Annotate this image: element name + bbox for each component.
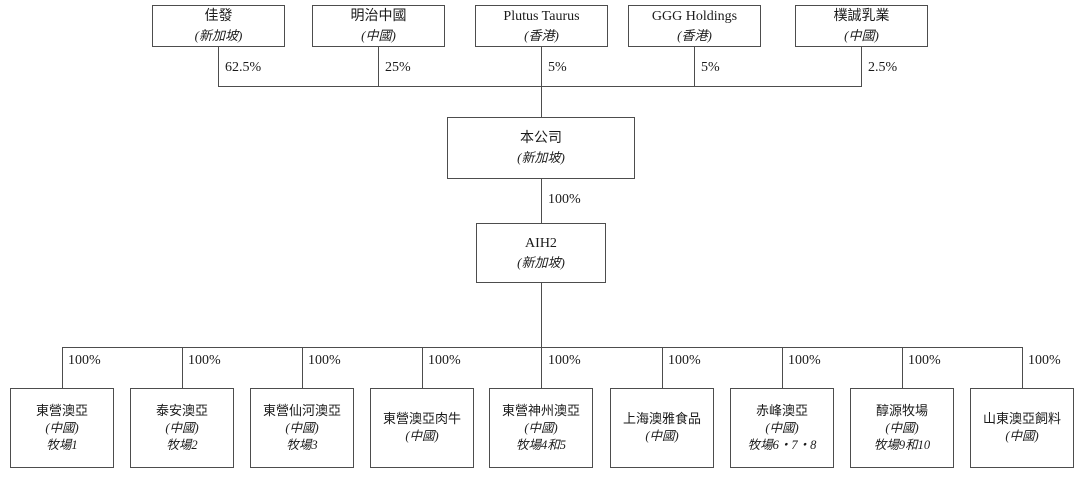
box-plutus-taurus: Plutus Taurus (香港) xyxy=(475,5,608,47)
company-name: 佳發 xyxy=(204,9,233,25)
vline-stub-sub-4 xyxy=(422,347,423,388)
box-shandong-austasia-feed: 山東澳亞飼料 (中國) xyxy=(970,388,1074,468)
company-location: (新加坡) xyxy=(194,27,243,43)
company-name: 東營澳亞肉牛 xyxy=(382,411,461,427)
company-name: 東營澳亞 xyxy=(35,402,88,418)
box-dongying-shenzhou-austasia: 東營神州澳亞 (中國) 牧場4和5 xyxy=(489,388,593,468)
vline-stub-sub-1 xyxy=(62,347,63,388)
vline-stub-jiafa xyxy=(218,47,219,86)
ownership-pct-sub-2: 100% xyxy=(188,353,221,368)
ownership-pct-jiafa: 62.5% xyxy=(225,60,262,75)
ownership-pct-company-aih2: 100% xyxy=(548,192,581,207)
ownership-pct-sub-1: 100% xyxy=(68,353,101,368)
vline-stub-sub-2 xyxy=(182,347,183,388)
vline-stub-sub-6 xyxy=(662,347,663,388)
company-location: (中國) xyxy=(765,420,799,435)
company-name: 泰安澳亞 xyxy=(155,402,208,418)
ownership-pct-sub-9: 100% xyxy=(1028,353,1061,368)
ownership-pct-pucheng-dairy: 2.5% xyxy=(868,60,898,75)
box-chunyuan-farm: 醇源牧場 (中國) 牧場9和10 xyxy=(850,388,954,468)
company-name: 赤峰澳亞 xyxy=(755,402,808,418)
ownership-pct-sub-8: 100% xyxy=(908,353,941,368)
company-location: (中國) xyxy=(524,420,558,435)
company-name: 本公司 xyxy=(520,131,562,147)
company-name: Plutus Taurus xyxy=(503,9,580,25)
box-dongying-austasia-beef: 東營澳亞肉牛 (中國) xyxy=(370,388,474,468)
box-taian-austasia: 泰安澳亞 (中國) 牧場2 xyxy=(130,388,234,468)
company-location: (中國) xyxy=(361,27,396,43)
vline-stub-pucheng-dairy xyxy=(861,47,862,86)
company-location: (中國) xyxy=(45,420,79,435)
company-location: (香港) xyxy=(524,27,559,43)
ownership-pct-sub-4: 100% xyxy=(428,353,461,368)
farm-label: 牧場9和10 xyxy=(873,437,931,452)
box-chifeng-austasia: 赤峰澳亞 (中國) 牧場6・7・8 xyxy=(730,388,834,468)
farm-label: 牧場3 xyxy=(286,437,318,452)
company-name: AIH2 xyxy=(525,236,557,252)
vline-stub-plutus-taurus xyxy=(541,47,542,86)
vline-stub-meiji-china xyxy=(378,47,379,86)
company-location: (中國) xyxy=(405,429,439,444)
company-location: (中國) xyxy=(844,27,879,43)
vline-aih2-subsidiaries xyxy=(541,283,542,347)
company-location: (新加坡) xyxy=(517,149,565,165)
hline-shareholders xyxy=(218,86,862,87)
company-location: (香港) xyxy=(677,27,712,43)
vline-stub-sub-7 xyxy=(782,347,783,388)
ownership-pct-sub-5: 100% xyxy=(548,353,581,368)
company-name: 樸誠乳業 xyxy=(833,9,890,25)
company-name: 醇源牧場 xyxy=(875,402,928,418)
farm-label: 牧場1 xyxy=(46,437,78,452)
vline-stub-sub-8 xyxy=(902,347,903,388)
company-name: 明治中國 xyxy=(350,9,407,25)
farm-label: 牧場2 xyxy=(166,437,198,452)
company-location: (新加坡) xyxy=(517,254,565,270)
company-name: 山東澳亞飼料 xyxy=(982,411,1061,427)
company-name: GGG Holdings xyxy=(651,9,738,25)
farm-label: 牧場4和5 xyxy=(515,437,566,452)
vline-stub-sub-9 xyxy=(1022,347,1023,388)
vline-to-company xyxy=(541,86,542,117)
vline-stub-sub-3 xyxy=(302,347,303,388)
ownership-pct-sub-3: 100% xyxy=(308,353,341,368)
box-dongying-austasia: 東營澳亞 (中國) 牧場1 xyxy=(10,388,114,468)
company-name: 東營仙河澳亞 xyxy=(262,402,341,418)
company-name: 東營神州澳亞 xyxy=(501,402,580,418)
hline-subsidiaries xyxy=(62,347,1022,348)
company-location: (中國) xyxy=(885,420,919,435)
company-location: (中國) xyxy=(645,429,679,444)
company-location: (中國) xyxy=(285,420,319,435)
box-dongying-xianhe-austasia: 東營仙河澳亞 (中國) 牧場3 xyxy=(250,388,354,468)
box-meiji-china: 明治中國 (中國) xyxy=(312,5,445,47)
company-location: (中國) xyxy=(165,420,199,435)
box-company: 本公司 (新加坡) xyxy=(447,117,635,179)
box-jiafa: 佳發 (新加坡) xyxy=(152,5,285,47)
vline-stub-sub-5 xyxy=(541,347,542,388)
company-name: 上海澳雅食品 xyxy=(622,411,701,427)
box-shanghai-aoya-food: 上海澳雅食品 (中國) xyxy=(610,388,714,468)
company-location: (中國) xyxy=(1005,429,1039,444)
ownership-pct-sub-6: 100% xyxy=(668,353,701,368)
box-pucheng-dairy: 樸誠乳業 (中國) xyxy=(795,5,928,47)
ownership-pct-sub-7: 100% xyxy=(788,353,821,368)
farm-label: 牧場6・7・8 xyxy=(747,437,817,452)
vline-company-aih2 xyxy=(541,179,542,223)
box-ggg-holdings: GGG Holdings (香港) xyxy=(628,5,761,47)
ownership-pct-meiji-china: 25% xyxy=(385,60,411,75)
vline-stub-ggg-holdings xyxy=(694,47,695,86)
ownership-pct-ggg-holdings: 5% xyxy=(701,60,720,75)
box-aih2: AIH2 (新加坡) xyxy=(476,223,606,283)
ownership-pct-plutus-taurus: 5% xyxy=(548,60,567,75)
